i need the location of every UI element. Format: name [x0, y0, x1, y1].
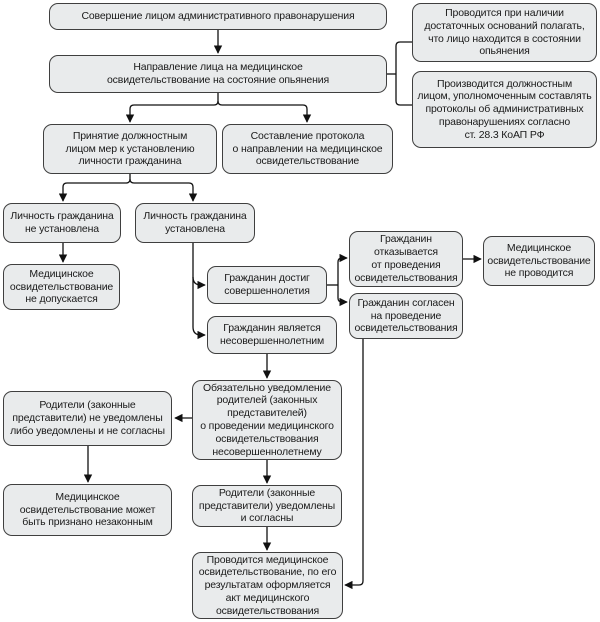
edge-established-adult [192, 276, 206, 290]
node-agrees-exam: Гражданин согласен на проведение освидет… [349, 293, 463, 339]
node-parents-agree: Родители (законные представители) уведом… [192, 485, 342, 527]
node-referral: Направление лица на медицинское освидете… [49, 55, 387, 93]
node-exam-not-allowed: Медицинское освидетельствование не допус… [3, 264, 120, 310]
node-identity-established: Личность гражданина установлена [135, 203, 255, 243]
node-protocol: Составление протокола о направлении на м… [222, 124, 393, 174]
node-adult: Гражданин достиг совершеннолетия [207, 266, 327, 304]
node-exam-not-conducted: Медицинское освидетельствование не прово… [483, 236, 595, 286]
node-exam-may-be-illegal: Медицинское освидетельствование может бы… [3, 484, 172, 536]
note-sufficient-grounds: Проводится при наличии достаточных основ… [412, 3, 597, 62]
edge-referral-notes-bracket [395, 41, 412, 106]
node-notify-parents: Обязательно уведомление родителей (закон… [192, 380, 342, 460]
note-authorized-official: Производится должностным лицом, уполномо… [412, 71, 597, 148]
edge-referral-protocol [217, 100, 312, 123]
edge-established-minor [192, 243, 206, 340]
node-exam-conducted: Проводится медицинское освидетельствован… [192, 552, 343, 619]
node-parents-not-notified: Родители (законные представители) не уве… [3, 391, 172, 446]
node-identity-not-established: Личность гражданина не установлена [3, 203, 121, 243]
edge-identify-established [129, 178, 198, 202]
edge-agrees-conducted [344, 339, 364, 590]
node-minor: Гражданин является несовершеннолетним [207, 316, 337, 354]
node-offense: Совершение лицом административного право… [49, 3, 387, 30]
node-identify-measures: Принятие должностным лицом мер к установ… [43, 124, 217, 174]
node-refuses-exam: Гражданин отказывается от проведения осв… [349, 231, 463, 287]
edge-adult-refuses [337, 253, 348, 285]
edge-identify-notestablished [58, 178, 131, 202]
edge-adult-agrees [337, 285, 348, 307]
edge-referral-identify [125, 100, 219, 123]
